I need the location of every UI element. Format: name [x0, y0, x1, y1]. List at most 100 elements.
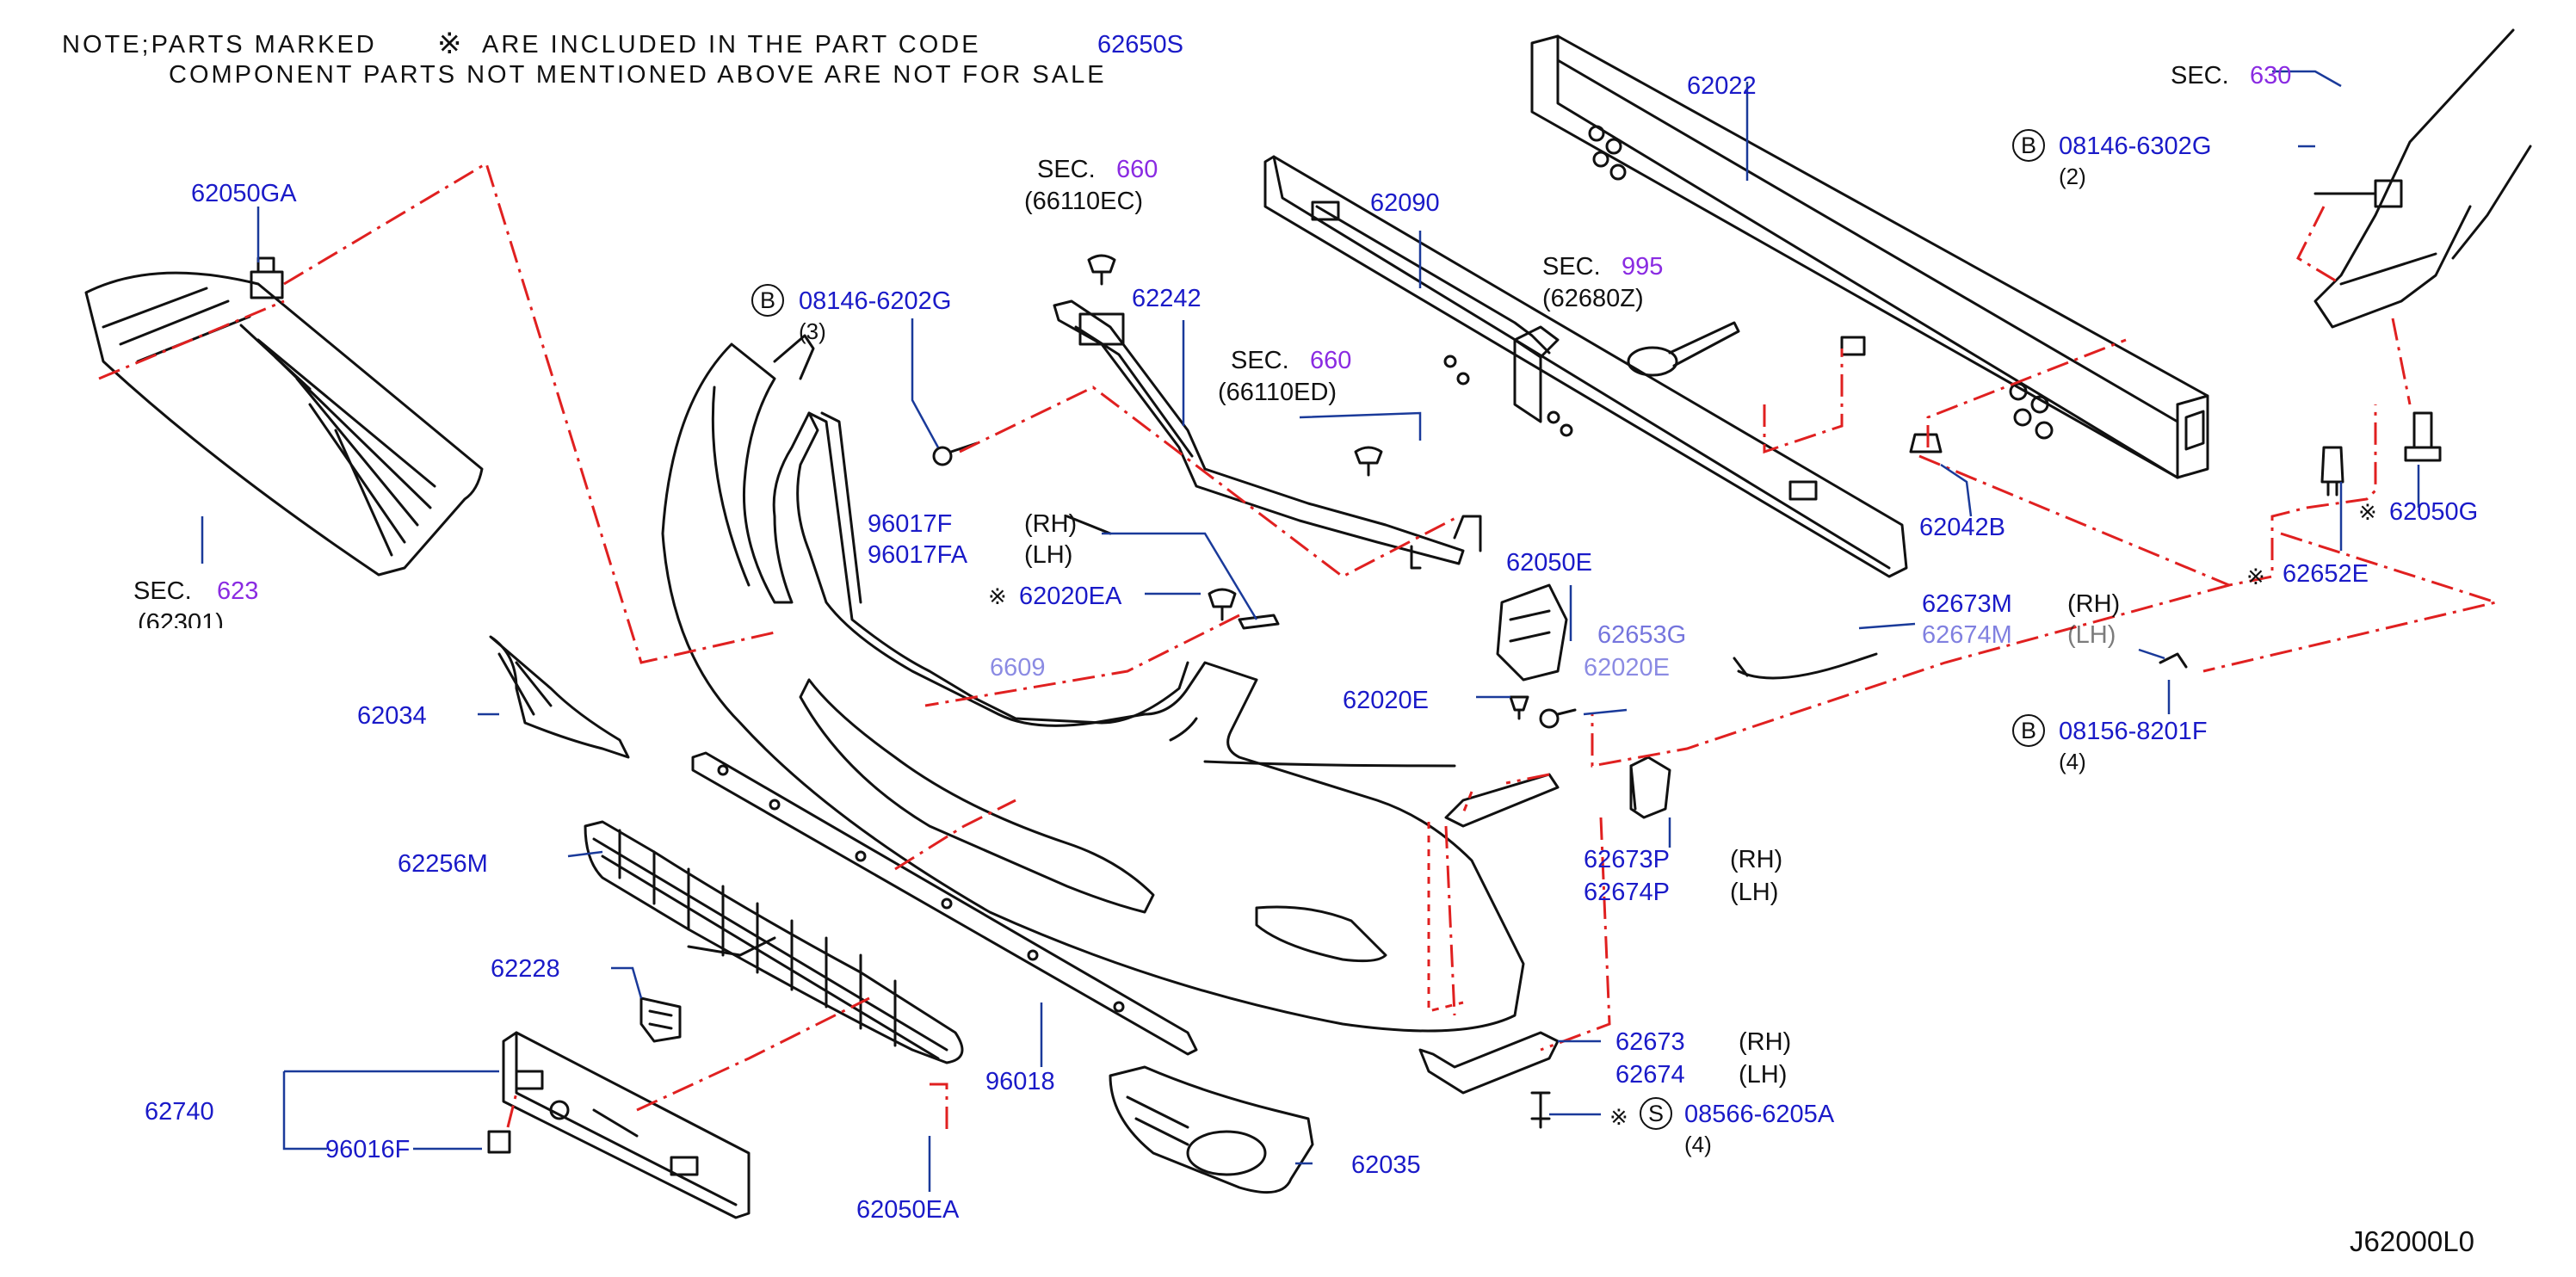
mark-62020ea: ※ [988, 583, 1007, 609]
bolt-b-badge-3: B [2012, 714, 2045, 747]
bolt-62020e [1539, 708, 1577, 729]
upper-grille-frame [773, 334, 1189, 725]
note-line2: COMPONENT PARTS NOT MENTIONED ABOVE ARE … [169, 61, 1107, 89]
side-bracket-62673p [1629, 756, 1671, 819]
bracket-62242 [1053, 299, 1482, 570]
clip-66110ed [1354, 446, 1383, 477]
sec-660-a-word: SEC. [1037, 156, 1096, 183]
fastener-62652e [2320, 446, 2344, 497]
sec-660-b-word: SEC. [1231, 347, 1289, 374]
label-62673-rh: (RH) [1739, 1028, 1792, 1056]
label-08566-6205a: 08566-6205A [1684, 1101, 1835, 1128]
sec-623-word: SEC. [133, 577, 192, 605]
label-96016f: 96016F [325, 1136, 411, 1163]
label-62652e: 62652E [2283, 560, 2369, 588]
mark-62050g: ※ [2358, 499, 2377, 525]
note-line1-prefix: NOTE;PARTS MARKED [62, 31, 377, 59]
label-62050e: 62050E [1506, 549, 1592, 577]
label-62673p-rh: (RH) [1730, 846, 1783, 873]
sec-995-word: SEC. [1542, 253, 1601, 281]
sec-660-a-code: (66110EC) [1024, 188, 1144, 215]
phantom-dotted [1427, 791, 1473, 1013]
label-62228: 62228 [491, 955, 560, 983]
lower-grille-62256m [584, 820, 964, 1064]
bolt-08146-6302g [2313, 179, 2403, 208]
screw-08566 [1530, 1091, 1551, 1129]
label-96017f-rh: (RH) [1024, 510, 1078, 538]
sec-630-word: SEC. [2171, 62, 2229, 89]
label-62673m-rh: (RH) [2067, 590, 2121, 618]
label-62674m-partial: 62674M [1922, 621, 2012, 649]
clip-62020e [1509, 695, 1529, 720]
label-62673: 62673 [1615, 1028, 1685, 1056]
bumper-fascia [661, 342, 1525, 1033]
label-62050ea: 62050EA [856, 1196, 960, 1224]
sec-660-a-number: 660 [1116, 156, 1158, 183]
side-bracket-62034 [489, 635, 630, 759]
bracket-62228 [639, 996, 682, 1043]
note-part-code: 62650S [1097, 31, 1183, 59]
label-62050g: 62050G [2389, 498, 2479, 526]
fender-part-sec630 [2313, 28, 2532, 329]
bracket-62673m [1733, 652, 1878, 680]
note-line1-middle: ARE INCLUDED IN THE PART CODE [482, 31, 981, 59]
label-62022: 62022 [1687, 72, 1757, 100]
label-62673p: 62673P [1584, 846, 1670, 873]
sec-623-code-partial: (62301) [138, 611, 224, 628]
bumper-reinforcement-62022 [1530, 34, 2209, 479]
leader-lines [201, 70, 2420, 1192]
qty-08146-6302g: (2) [2059, 163, 2086, 189]
sec-623-number: 623 [217, 577, 259, 605]
energy-absorber-62090 [1263, 155, 1908, 578]
label-62674-lh: (LH) [1739, 1061, 1788, 1089]
phantom-lines [98, 161, 2501, 1136]
label-62740: 62740 [145, 1098, 214, 1126]
bracket-62050e [1496, 583, 1568, 682]
label-96017f: 96017F [868, 510, 953, 538]
lower-strip-96018 [691, 751, 1198, 1056]
qty-08566-6205a: (4) [1684, 1132, 1712, 1157]
diagram-id: J62000L0 [2350, 1225, 2474, 1257]
sec-995-number: 995 [1622, 253, 1664, 281]
label-62674p-lh: (LH) [1730, 879, 1779, 906]
sec-995-code: (62680Z) [1542, 285, 1644, 312]
label-62653g-partial: 62653G [1597, 621, 1687, 649]
clip-62042b [1909, 433, 1943, 453]
label-62242: 62242 [1132, 285, 1202, 312]
sec-660-b-number: 660 [1310, 347, 1352, 374]
trim-96017f [1238, 614, 1280, 630]
label-62674m-lh: (LH) [2067, 621, 2116, 649]
screw-s-badge: S [1640, 1097, 1672, 1130]
bolt-b-badge-1: B [751, 284, 784, 317]
qty-08146-6202g: (3) [799, 318, 826, 344]
grille-clip-62050ga [250, 256, 284, 299]
label-62673m: 62673M [1922, 590, 2012, 618]
label-96017fa: 96017FA [868, 541, 968, 569]
lower-bracket-62673 [1418, 1031, 1560, 1095]
qty-08156-8201f: (4) [2059, 749, 2086, 774]
bolt-08156-8201f [2159, 652, 2188, 669]
label-62674: 62674 [1615, 1061, 1685, 1089]
tow-hook [1627, 321, 1740, 377]
label-62020e-partial: 62020E [1584, 654, 1670, 682]
label-08146-6202g: 08146-6202G [799, 287, 952, 315]
clip-96016f [487, 1130, 511, 1154]
label-96018: 96018 [985, 1068, 1055, 1095]
label-08146-6302g: 08146-6302G [2059, 133, 2212, 160]
label-62020e: 62020E [1343, 687, 1429, 714]
sec-630-number: 630 [2250, 62, 2292, 89]
label-08156-8201f: 08156-8201F [2059, 718, 2208, 745]
label-62042b: 62042B [1919, 514, 2005, 541]
label-62090: 62090 [1370, 189, 1440, 217]
mark-62652e: ※ [2246, 564, 2265, 589]
label-62256m: 62256M [398, 850, 488, 878]
label-62050ga: 62050GA [191, 180, 297, 207]
fog-lamp-cover-62035 [1109, 1065, 1314, 1194]
label-6609-partial: 6609 [990, 654, 1046, 682]
mark-08566: ※ [1609, 1104, 1628, 1130]
bolt-b-badge-2: B [2012, 129, 2045, 162]
side-support-upper [1444, 773, 1560, 828]
sec-660-b-code: (66110ED) [1218, 379, 1337, 406]
